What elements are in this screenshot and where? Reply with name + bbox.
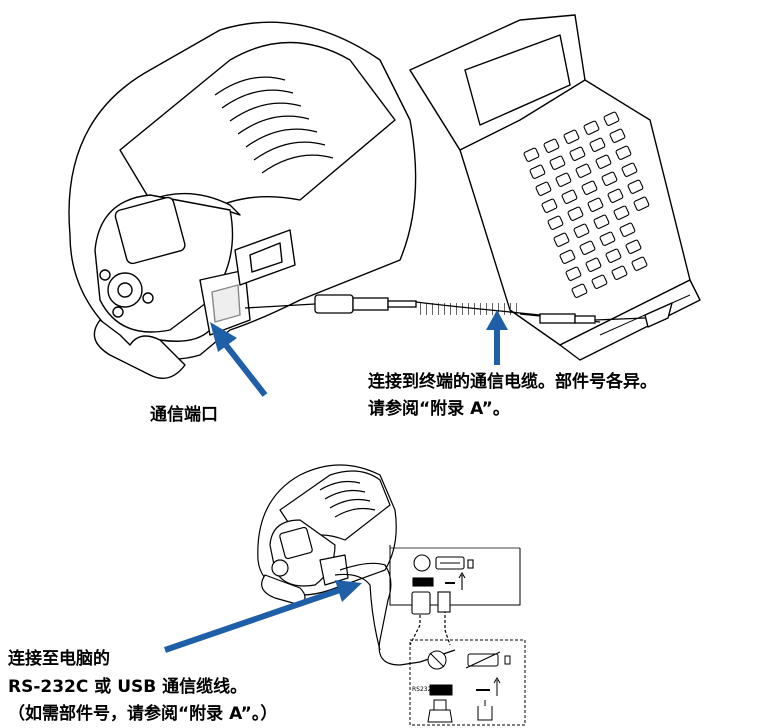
terminal-key: [553, 232, 570, 247]
pc-cable-label-line2: RS-232C 或 USB 通信缆线。: [8, 677, 248, 697]
terminal-key: [605, 248, 622, 263]
terminal-key: [581, 180, 598, 195]
terminal-key: [579, 240, 596, 255]
pc-connectors: [411, 591, 451, 615]
terminal-key: [591, 274, 608, 289]
pc-port-panel-top: [389, 545, 521, 606]
terminal-key: [619, 222, 636, 237]
terminal-key: [603, 111, 620, 126]
terminal-key: [621, 162, 638, 177]
terminal-key: [573, 223, 590, 238]
terminal-key: [625, 239, 642, 254]
terminal-key: [599, 231, 616, 246]
terminal-key: [627, 179, 644, 194]
svg-text:RS232: RS232: [412, 686, 432, 693]
terminal-key: [609, 128, 626, 143]
terminal-key: [583, 120, 600, 135]
terminal-cable-label-line2: 请参阅“附录 A”。: [368, 399, 510, 419]
arrow-comm-port: [210, 322, 268, 397]
terminal-key: [561, 189, 578, 204]
terminal-key: [593, 214, 610, 229]
terminal-key: [549, 155, 566, 170]
terminal-key: [589, 137, 606, 152]
terminal-keypad: [523, 111, 650, 298]
terminal-key: [565, 266, 582, 281]
pc-port-panel-bottom: RS232: [409, 639, 526, 726]
terminal-key: [607, 188, 624, 203]
terminal-key: [569, 146, 586, 161]
terminal-key: [541, 198, 558, 213]
terminal-cable-label-line1: 连接到终端的通信电缆。部件号各异。: [368, 372, 657, 392]
terminal-key: [547, 215, 564, 230]
terminal-key: [559, 249, 576, 264]
terminal-key: [529, 164, 546, 179]
terminal-key: [575, 163, 592, 178]
terminal-key: [563, 129, 580, 144]
terminal-key: [587, 197, 604, 212]
terminal-cable: [244, 294, 646, 324]
comm-port-label: 通信端口: [150, 405, 218, 425]
pc-cable-label-line1: 连接至电脑的: [8, 649, 110, 669]
terminal-key: [595, 154, 612, 169]
terminal-key: [611, 265, 628, 280]
terminal-key: [523, 147, 540, 162]
terminal-key: [601, 171, 618, 186]
arrow-pc-cable: [164, 580, 362, 653]
terminal-key: [567, 206, 584, 221]
terminal-key: [555, 172, 572, 187]
terminal-key: [613, 205, 630, 220]
terminal-key: [543, 138, 560, 153]
terminal-key: [571, 283, 588, 298]
printer-small-illustration: [257, 464, 397, 606]
arrow-terminal-cable: [486, 310, 508, 365]
printer-large-illustration: [68, 21, 417, 379]
pc-cable-label-line3: （如需部件号，请参阅“附录 A”。）: [8, 704, 278, 724]
terminal-key: [631, 256, 648, 271]
terminal-key: [615, 145, 632, 160]
terminal-key: [535, 181, 552, 196]
terminal-key: [633, 196, 650, 211]
terminal-key: [585, 257, 602, 272]
